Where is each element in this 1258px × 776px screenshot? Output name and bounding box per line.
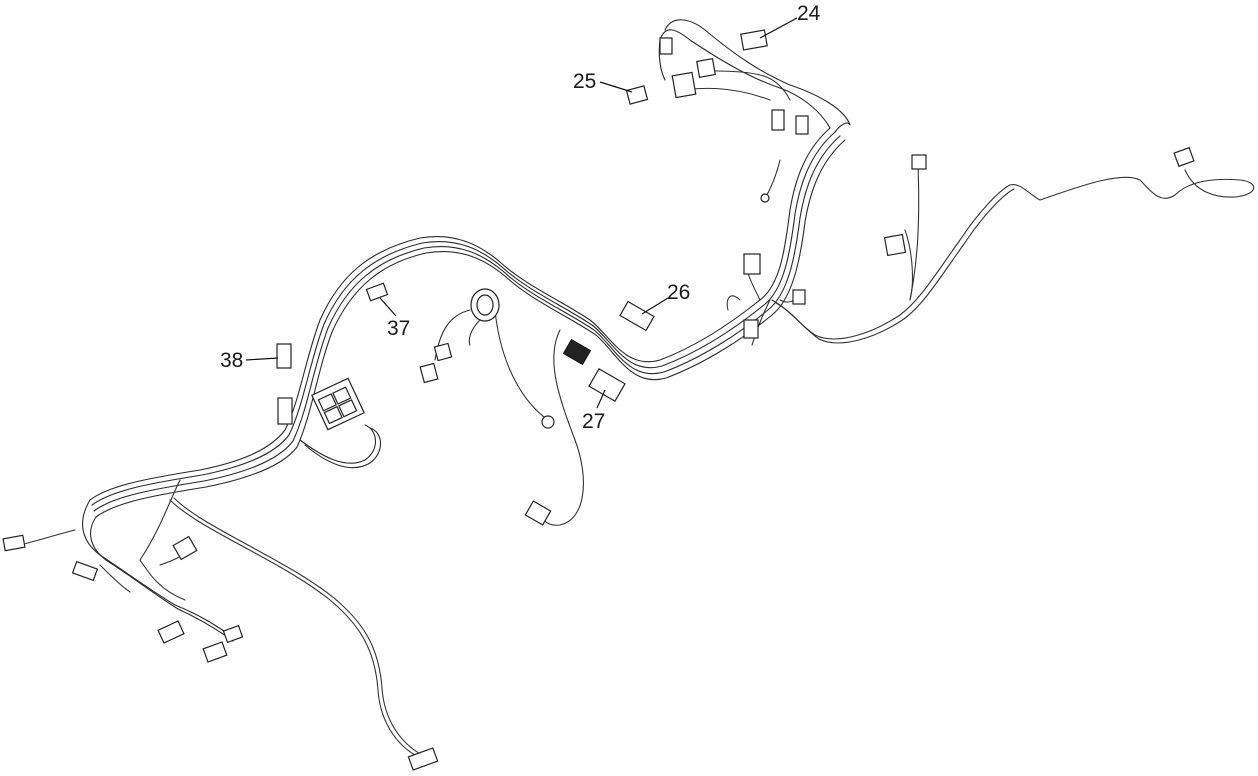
- connector-37: [365, 282, 389, 302]
- callout-24: 24: [797, 2, 821, 25]
- callout-38: 38: [220, 349, 244, 372]
- connector-27: [588, 368, 626, 402]
- connector-24: [740, 29, 768, 51]
- main-harness-trunk: [89, 127, 846, 518]
- leader-37: [379, 297, 397, 317]
- long-lead-bottom: [139, 479, 425, 759]
- callout-25: 25: [573, 70, 597, 93]
- leader-38: [245, 357, 279, 361]
- left-lower-branch: [19, 499, 234, 642]
- leader-26: [641, 297, 669, 315]
- center-leads: [434, 309, 584, 526]
- leader-lines: [245, 17, 798, 409]
- connector-26: [619, 300, 655, 332]
- leader-27: [596, 389, 606, 409]
- far-right-branch: [726, 164, 1255, 346]
- ecu-connector: [311, 377, 365, 431]
- connector-38: [276, 343, 292, 369]
- callout-37: 37: [387, 317, 411, 340]
- center-loop: [299, 424, 382, 469]
- leader-24: [759, 17, 798, 39]
- connectors: [2, 29, 1195, 771]
- callout-27: 27: [582, 410, 606, 433]
- leader-25: [599, 81, 633, 93]
- dark-connector: [562, 338, 592, 366]
- connector-25: [625, 85, 649, 105]
- callout-26: 26: [667, 281, 691, 304]
